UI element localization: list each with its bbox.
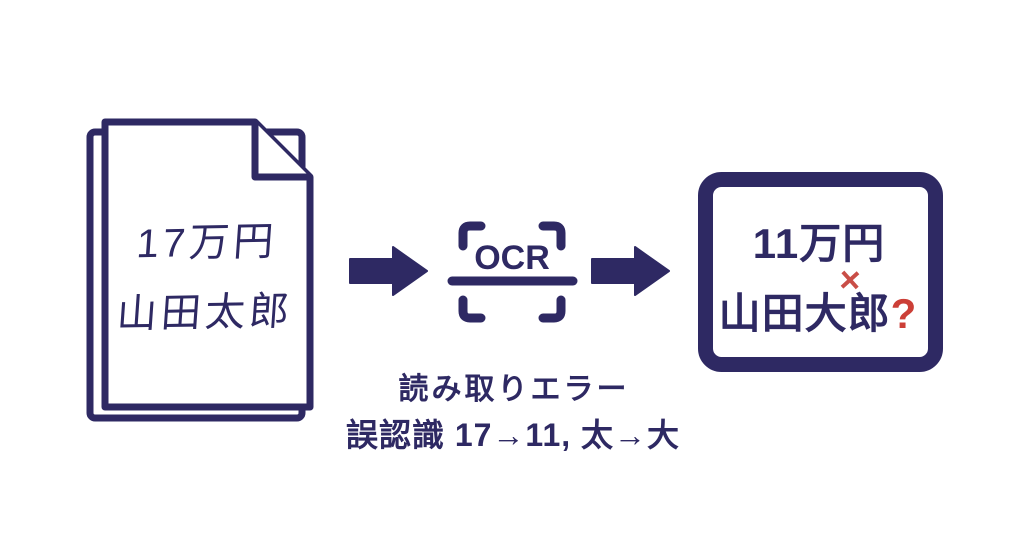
document-front-sheet <box>101 118 314 411</box>
scan-bracket-top-left <box>458 221 486 251</box>
caption-error-detail: 誤認識 17→11, 太→大 <box>345 417 681 453</box>
caption-error-title: 読み取りエラー <box>398 373 630 406</box>
document-text-name: 山田太郎 <box>115 289 295 337</box>
arrow-right-icon <box>349 246 428 296</box>
arrow-right-icon <box>591 246 670 296</box>
question-mark-icon: ? <box>890 290 918 337</box>
screen-text-name-value: 山田大郎 <box>718 290 891 337</box>
screen-frame <box>698 172 943 372</box>
ocr-scanner-icon: OCR <box>447 221 578 323</box>
screen-text-amount: 11万円 <box>752 220 886 267</box>
ocr-label: OCR <box>474 239 550 277</box>
screen-text-name: 山田大郎? <box>719 293 918 335</box>
scan-bracket-top-right <box>538 221 566 251</box>
tablet-screen-icon <box>698 172 943 372</box>
document-folded-corner <box>251 122 310 181</box>
document-text-amount: 17万円 <box>135 219 279 267</box>
scan-bracket-bottom-left <box>458 295 486 323</box>
scan-bracket-bottom-right <box>538 295 566 323</box>
document-icon <box>86 118 314 422</box>
